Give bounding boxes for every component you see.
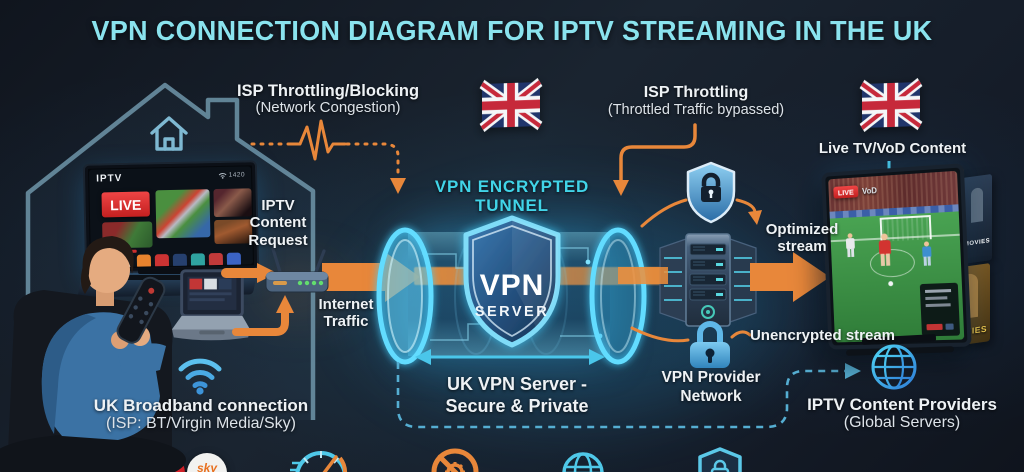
label-line: UK Broadband connection	[93, 396, 309, 415]
label-line: IPTV Content Providers	[807, 395, 997, 414]
page-title: VPN CONNECTION DIAGRAM FOR IPTV STREAMIN…	[91, 15, 933, 46]
label-line: Network	[680, 387, 742, 405]
label-line: Content	[249, 214, 307, 232]
uk-flag-icon	[479, 77, 543, 133]
label-uk-vpn-server: UK VPN Server - Secure & Private	[428, 374, 606, 417]
no-throttling-icon	[431, 448, 479, 472]
vpn-shield-title: VPN	[480, 269, 545, 302]
vpn-shield-subtitle: SERVER	[475, 304, 549, 320]
wifi-icon	[178, 358, 222, 395]
uk-flag-icon	[859, 77, 923, 133]
tv-wifi-icon	[218, 173, 227, 179]
label-isp-throttling-left: ISP Throttling/Blocking (Network Congest…	[228, 82, 428, 117]
label-line: stream	[777, 237, 827, 255]
label-uk-broadband: UK Broadband connection (ISP: BT/Virgin …	[70, 396, 332, 433]
streaming-tv-screen: LIVE VoD	[828, 170, 965, 343]
streaming-tv: LIVE VoD	[821, 163, 972, 350]
label-line: Traffic	[323, 312, 369, 330]
label-live-tv-vod: Live TV/VoD Content	[818, 140, 967, 157]
label-vpn-provider-network: VPN Provider Network	[650, 369, 772, 406]
live-badge: LIVE	[833, 185, 859, 199]
label-line: Request	[248, 231, 308, 249]
security-shield-icon	[698, 447, 742, 472]
shield-lock-icon	[640, 161, 762, 228]
label-line: (Throttled Traffic bypassed)	[607, 101, 785, 118]
iptv-tv: IPTV 1420 LIVE	[82, 160, 260, 274]
label-line: ISP Throttling/Blocking	[236, 82, 420, 100]
label-line: Internet	[318, 296, 374, 313]
label-iptv-providers: IPTV Content Providers (Global Servers)	[792, 395, 1012, 432]
label-line: Secure & Private	[445, 395, 589, 416]
label-line: (Global Servers)	[843, 414, 961, 432]
sky-logo: sky	[187, 453, 227, 472]
label-internet-traffic: Internet Traffic	[305, 296, 387, 331]
label-iptv-content-request: IPTV Content Request	[240, 197, 316, 249]
laptop	[171, 269, 251, 341]
label-optimized-stream: Optimized stream	[757, 221, 847, 256]
tv-stand-base	[120, 275, 220, 280]
home-glyph-icon	[150, 116, 188, 151]
speedometer-icon	[290, 451, 348, 472]
label-vpn-encrypted-tunnel: VPN ENCRYPTED TUNNEL	[434, 177, 590, 216]
label-line: (Network Congestion)	[255, 99, 401, 117]
globe-small-icon	[562, 452, 604, 472]
label-unencrypted-stream: Unencrypted stream	[749, 327, 896, 344]
epg-panel	[919, 282, 961, 337]
label-line: Optimized	[765, 221, 839, 238]
globe-icon	[871, 344, 917, 390]
label-line: VPN Provider	[661, 369, 761, 386]
vpn-shield-icon: VPN SERVER	[463, 215, 561, 348]
tv-stand	[138, 268, 202, 274]
server-rack	[659, 233, 757, 327]
label-line: IPTV	[261, 197, 295, 214]
label-isp-throttling-right: ISP Throttling (Throttled Traffic bypass…	[590, 84, 802, 118]
person-watching-tv	[0, 236, 186, 472]
label-line: (ISP: BT/Virgin Media/Sky)	[106, 415, 296, 433]
sky-logo-text: sky	[196, 461, 218, 472]
label-line: ISP Throttling	[643, 84, 749, 101]
label-line: UK VPN Server -	[446, 374, 588, 394]
iptv-tv-screen: IPTV 1420 LIVE	[88, 166, 254, 268]
padlock-icon	[630, 321, 752, 368]
router-device	[265, 247, 329, 293]
vod-label: VoD	[861, 186, 878, 196]
